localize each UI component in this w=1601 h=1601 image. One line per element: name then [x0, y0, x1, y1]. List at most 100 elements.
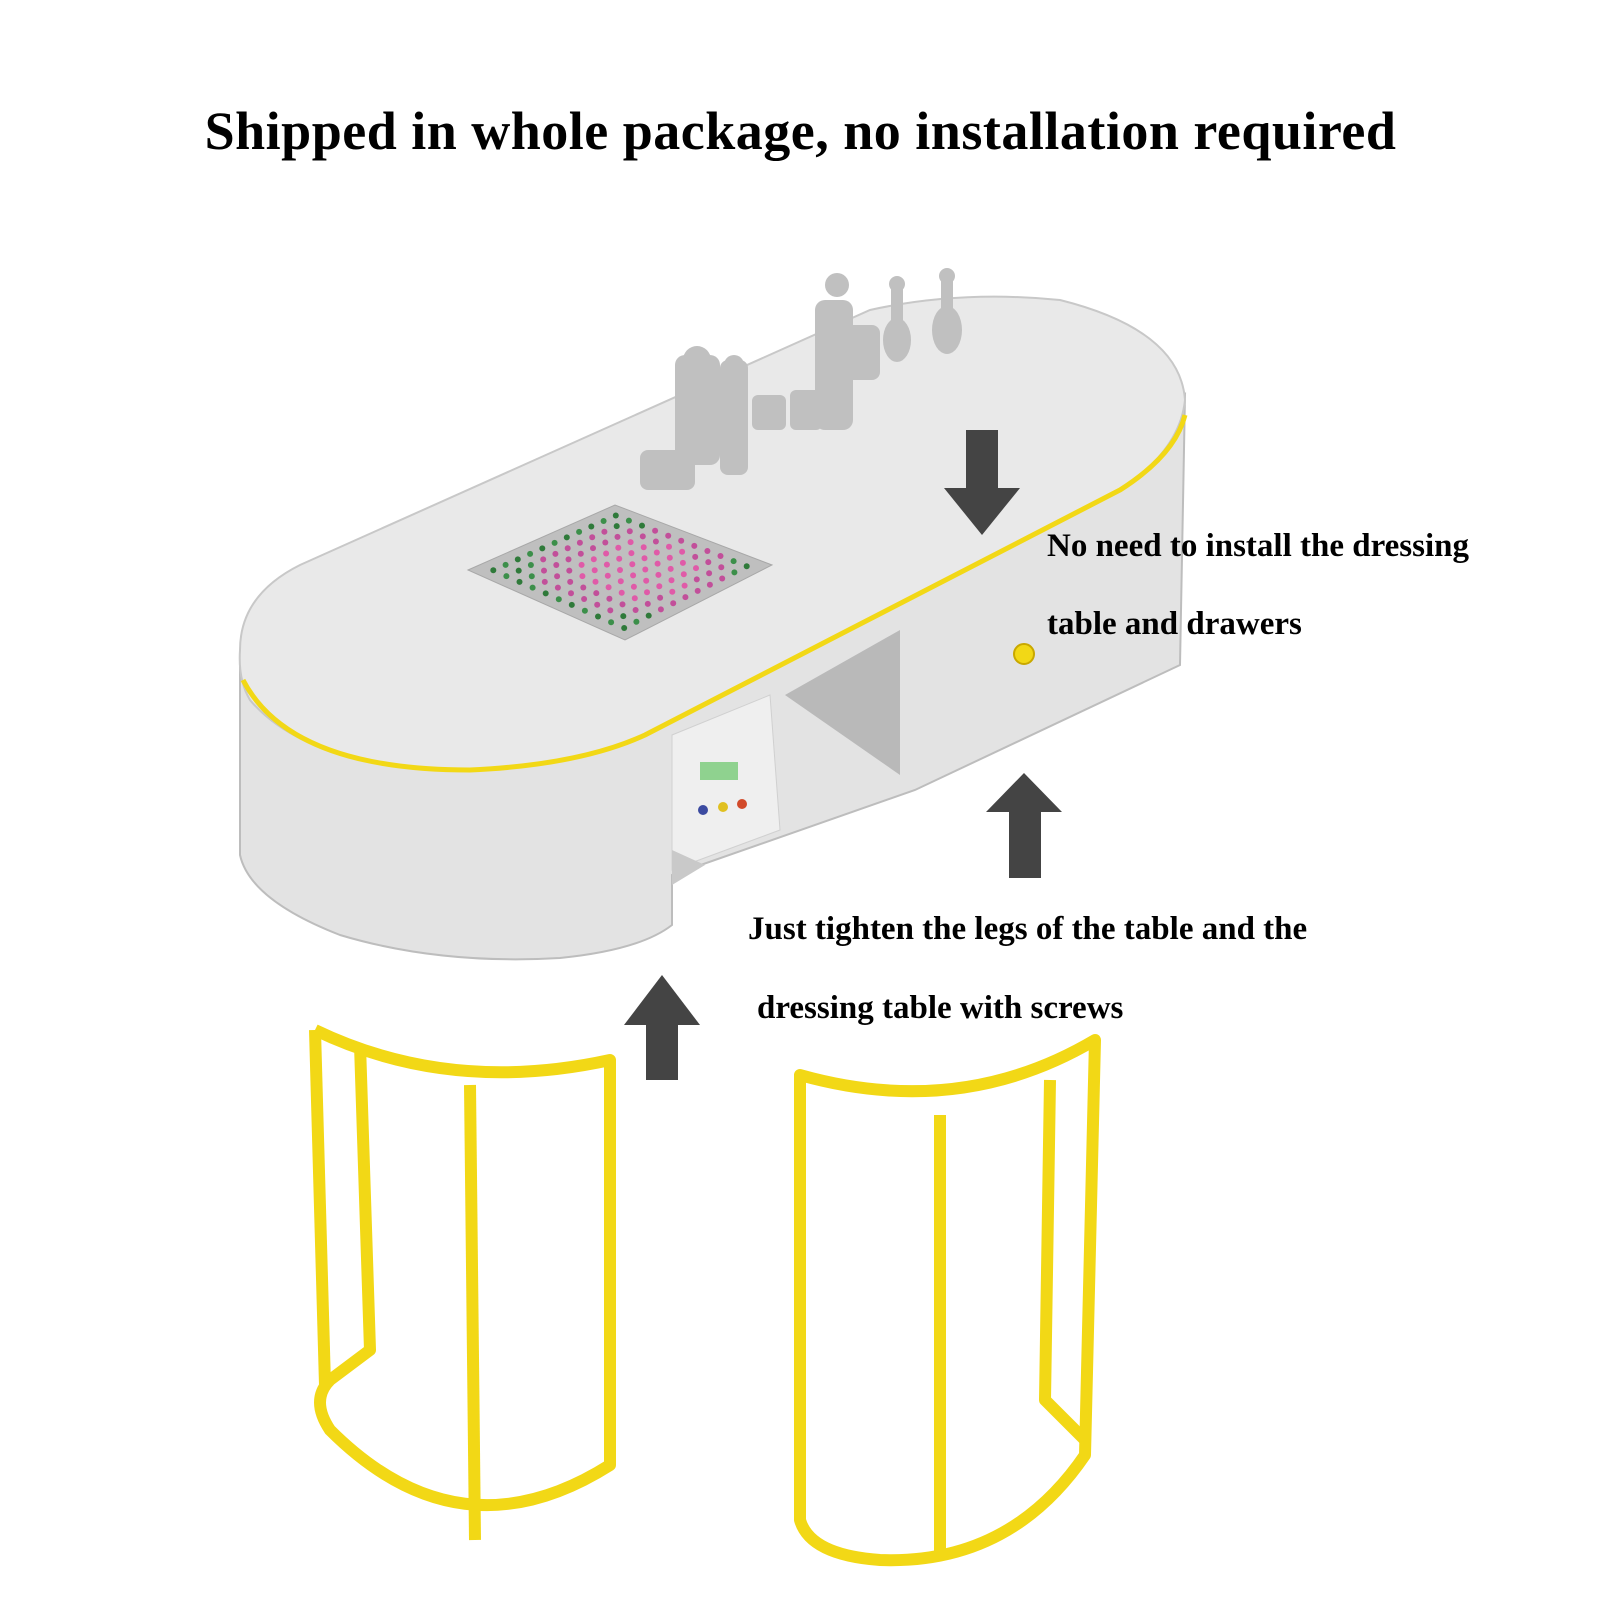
grid-dot [600, 518, 607, 524]
grid-dot [618, 589, 625, 596]
drawers-note-line-1: No need to install the dressing [1047, 528, 1470, 564]
grid-dot [639, 522, 645, 529]
grid-dot [666, 554, 673, 561]
grid-dot [540, 556, 547, 563]
grid-dot [717, 553, 724, 559]
grid-dot [629, 561, 636, 568]
grid-dot [719, 575, 726, 582]
grid-dot [551, 539, 558, 546]
grid-dot [589, 534, 596, 541]
grid-dot [705, 559, 712, 566]
control-knob-red [737, 799, 747, 809]
grid-dot [602, 539, 609, 546]
arrow-up-icon [986, 773, 1062, 878]
grid-dot [632, 607, 639, 613]
grid-dot [626, 528, 633, 535]
grid-dot [576, 528, 583, 535]
grid-dot [616, 555, 623, 562]
grid-dot [579, 573, 586, 580]
grid-dot [633, 618, 640, 625]
grid-dot [667, 565, 674, 572]
grid-dot [706, 581, 713, 588]
table-drawer-panel [671, 694, 781, 871]
grid-dot [577, 550, 584, 557]
grid-dot [731, 569, 738, 576]
grid-dot [568, 601, 575, 608]
grid-dot [542, 590, 549, 597]
grid-dot [621, 625, 628, 631]
grid-dot [503, 573, 510, 580]
grid-dot [613, 523, 620, 530]
dressing-table [238, 268, 1188, 961]
grid-dot [681, 582, 688, 589]
grid-dot [502, 561, 509, 568]
grid-dot [655, 571, 662, 578]
grid-dot [592, 578, 599, 585]
grid-dot [566, 567, 573, 574]
grid-dot [555, 596, 562, 603]
grid-dot [652, 538, 659, 545]
grid-dot [554, 584, 561, 591]
grid-dot [606, 595, 613, 602]
grid-dot [654, 560, 661, 567]
grid-dot [563, 534, 570, 541]
grid-dot [691, 542, 698, 549]
grid-dot [718, 564, 725, 571]
grid-dot [601, 528, 608, 535]
grid-dot [644, 600, 651, 607]
grid-dot [581, 607, 588, 614]
grid-dot [604, 572, 611, 579]
grid-dot [643, 577, 650, 584]
table-lower-shelf [672, 850, 705, 885]
grid-dots [490, 512, 750, 631]
grid-dot [593, 590, 600, 597]
grid-dot [527, 562, 534, 568]
grid-dot [644, 589, 650, 596]
grid-dot [553, 562, 560, 568]
grid-dot [617, 567, 623, 573]
table-knee-opening [785, 630, 900, 775]
grid-dot [670, 600, 677, 607]
grid-dot [656, 583, 663, 590]
page-title: Shipped in whole package, no installatio… [204, 101, 1397, 161]
grid-dot [620, 613, 627, 620]
grid-dot [605, 584, 612, 591]
grid-dot [539, 545, 546, 552]
grid-dot [607, 607, 614, 614]
grid-dot [564, 545, 571, 552]
grid-dot [576, 539, 583, 546]
grid-dot [666, 543, 672, 550]
grid-dot [588, 523, 595, 530]
tabletop-decor [640, 268, 962, 490]
grid-dot [578, 561, 585, 568]
grid-dot [706, 570, 713, 577]
grid-dot [642, 566, 649, 573]
control-knob-yellow [718, 802, 728, 812]
grid-dot [590, 556, 597, 563]
grid-dot [704, 548, 711, 554]
grid-dot [665, 532, 672, 539]
grid-dot [567, 578, 574, 585]
control-knob-blue [698, 805, 708, 815]
control-display [700, 762, 738, 780]
grid-dot [730, 558, 737, 565]
grid-dot [668, 577, 675, 584]
grid-dot [515, 567, 522, 574]
grid-dot [514, 556, 521, 563]
grid-dot [641, 555, 648, 562]
grid-dot [693, 576, 700, 583]
grid-dot [591, 567, 598, 574]
grid-dot [653, 549, 660, 556]
grid-dot [680, 571, 687, 578]
grid-dot [603, 550, 610, 557]
table-leg-right [794, 1034, 1101, 1567]
grid-dot [617, 578, 624, 585]
grid-dot [612, 512, 619, 519]
grid-dot [529, 584, 536, 591]
grid-dot [692, 553, 699, 560]
grid-dot [581, 596, 588, 602]
grid-dot [669, 588, 676, 595]
grid-dot [614, 533, 621, 540]
grid-dot [693, 565, 699, 572]
